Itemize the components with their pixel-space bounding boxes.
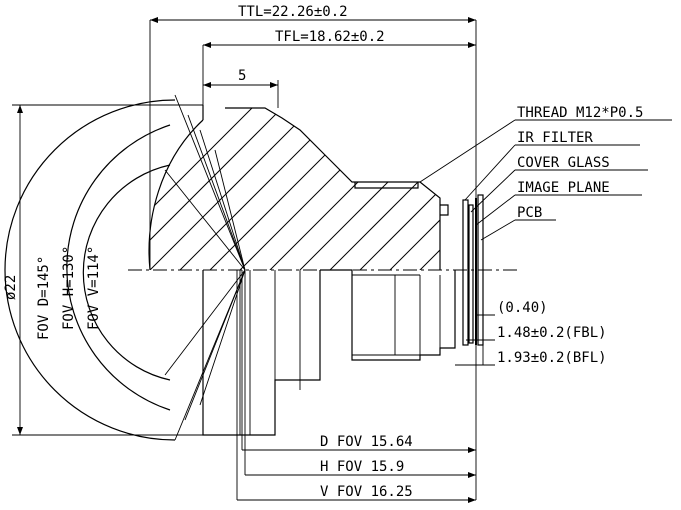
callout-thread: THREAD M12*P0.5 (517, 105, 643, 121)
step-label: 5 (238, 68, 246, 84)
fov-h-label: FOV H=130° (61, 246, 77, 330)
fbl-label: 1.48±0.2(FBL) (497, 325, 607, 341)
cover-glass-plate (468, 204, 474, 344)
ir-filter-plate (462, 199, 469, 346)
lower-rear-barrel (320, 269, 456, 361)
gap-label: (0.40) (497, 300, 548, 316)
fov-rays (164, 94, 246, 441)
pcb-plate (477, 194, 484, 346)
bfl-label: 1.93±0.2(BFL) (497, 350, 607, 366)
tfl-label: TFL=18.62±0.2 (275, 29, 385, 45)
h-fov-dist-label: H FOV 15.9 (320, 459, 404, 475)
hatch-fill (149, 105, 440, 270)
fov-arc-h (66, 124, 171, 411)
v-fov-dist-label: V FOV 16.25 (320, 484, 413, 500)
callout-pcb: PCB (517, 205, 542, 221)
front-dome-upper (148, 119, 204, 271)
callout-image-plane: IMAGE PLANE (517, 180, 610, 196)
ttl-label: TTL=22.26±0.2 (238, 4, 348, 20)
callout-ir-filter: IR FILTER (517, 130, 593, 146)
thread-step (354, 182, 419, 189)
lower-front-barrel (202, 270, 321, 436)
fov-arc-v (82, 164, 171, 381)
rear-lip (440, 204, 449, 216)
fov-arc-d (4, 99, 176, 441)
d-fov-dist-label: D FOV 15.64 (320, 434, 413, 450)
fov-d-label: FOV D=145° (36, 256, 52, 340)
diameter-label: ø22 (3, 275, 19, 300)
fov-v-label: FOV V=114° (86, 246, 102, 330)
callout-cover-glass: COVER GLASS (517, 155, 610, 171)
callout-leaders (419, 119, 672, 241)
